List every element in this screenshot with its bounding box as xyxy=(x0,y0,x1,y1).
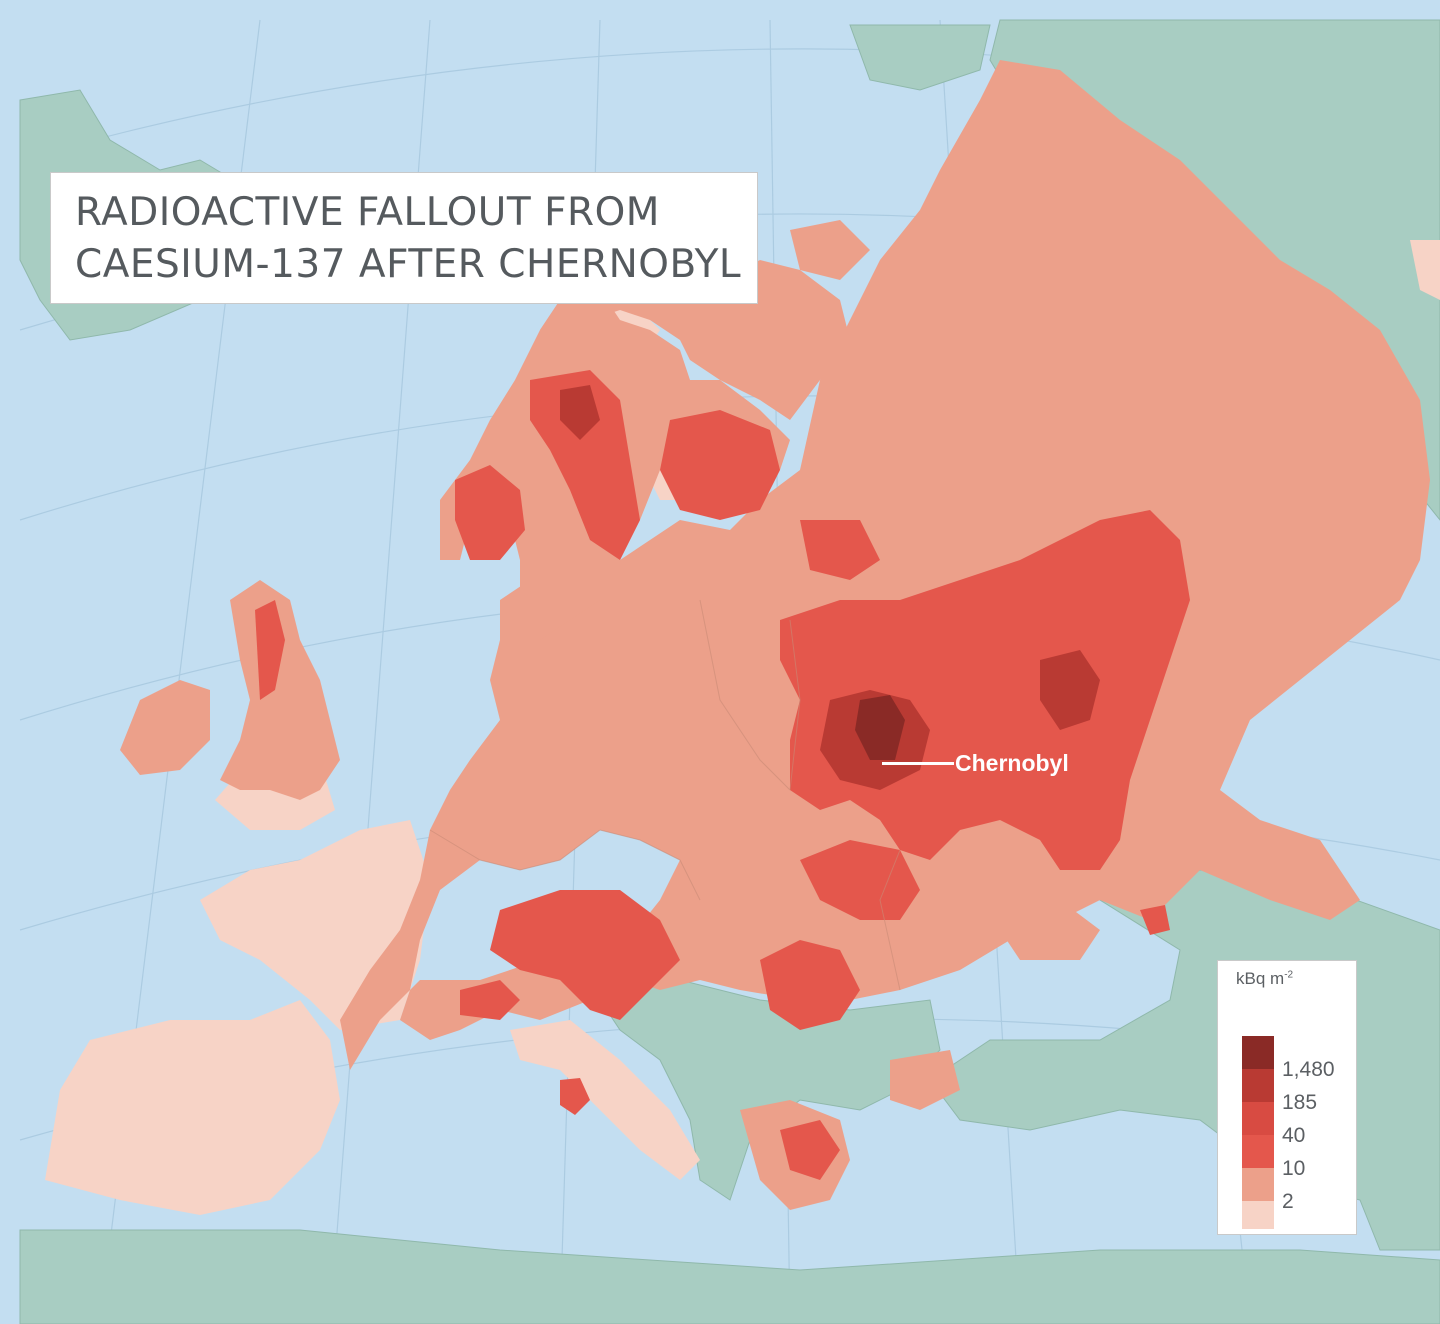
legend-swatch-6 xyxy=(1242,1201,1274,1229)
legend-swatch-5 xyxy=(1242,1168,1274,1201)
legend: kBq m-2 1,480 185 40 10 2 xyxy=(1217,960,1357,1235)
legend-swatch-2 xyxy=(1242,1069,1274,1102)
legend-label-1480: 1,480 xyxy=(1282,1058,1335,1081)
legend-label-40: 40 xyxy=(1282,1124,1306,1147)
legend-label-2: 2 xyxy=(1282,1190,1294,1213)
map-title-line-2: CAESIUM-137 AFTER CHERNOBYL xyxy=(75,242,742,287)
legend-swatch-3 xyxy=(1242,1102,1274,1135)
country-borders xyxy=(429,599,901,991)
legend-label-185: 185 xyxy=(1282,1091,1318,1114)
legend-unit: kBq m-2 xyxy=(1236,969,1293,989)
chernobyl-label: Chernobyl xyxy=(955,750,1069,776)
legend-unit-exponent: -2 xyxy=(1284,969,1294,981)
legend-swatch-4 xyxy=(1242,1135,1274,1168)
legend-swatch-1 xyxy=(1242,1036,1274,1069)
legend-label-10: 10 xyxy=(1282,1157,1306,1180)
legend-unit-text: kBq m xyxy=(1236,969,1285,988)
chernobyl-leader-line xyxy=(882,762,954,765)
map-title-line-1: RADIOACTIVE FALLOUT FROM xyxy=(75,190,660,235)
map-title-box: RADIOACTIVE FALLOUT FROM CAESIUM-137 AFT… xyxy=(50,172,758,304)
fallout-class-185-1480 xyxy=(855,695,905,760)
